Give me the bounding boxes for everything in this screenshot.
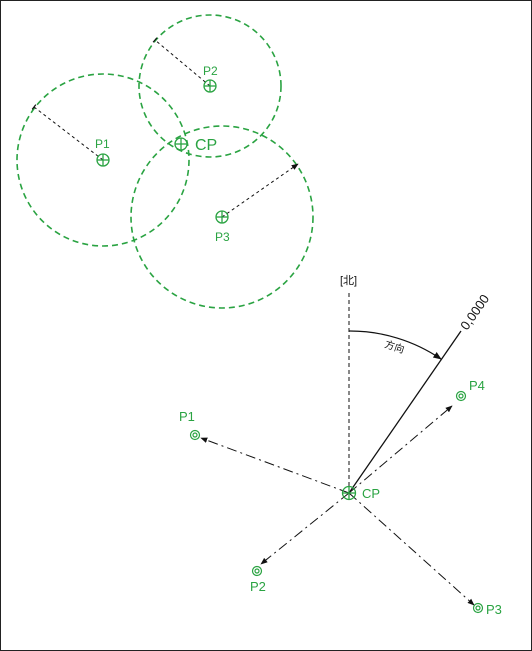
target-symbol-p1 [189, 429, 201, 441]
point-label-p2-top: P2 [203, 64, 218, 78]
ray-to-p3 [348, 492, 475, 606]
point-symbol-p3 [215, 210, 229, 224]
north-label: [北] [340, 274, 357, 287]
radius-line-p3 [221, 163, 299, 218]
tolerance-circle-p3 [130, 125, 314, 309]
point-label-p1-bottom: P1 [179, 409, 195, 424]
radius-line-p2 [152, 37, 211, 87]
center-point-label-bottom: CP [362, 486, 380, 501]
tolerance-circle-p1 [16, 73, 190, 247]
point-label-p1-top: P1 [95, 137, 110, 151]
target-symbol-p3 [472, 602, 484, 614]
point-label-p3-bottom: P3 [486, 602, 502, 617]
direction-ray [348, 330, 462, 494]
center-point-symbol-top [174, 137, 188, 151]
direction-value: 0,0000 [457, 292, 492, 333]
point-symbol-p1 [96, 153, 110, 167]
bottom-diagram: [北] 0,0000 方向 P1 P2 P3 P4 [179, 274, 502, 617]
ray-to-p1 [200, 437, 350, 494]
point-label-p3-top: P3 [215, 230, 230, 244]
direction-arc [348, 330, 442, 360]
target-symbol-p2 [251, 565, 263, 577]
point-label-p4-bottom: P4 [469, 378, 485, 393]
top-diagram: P1 P2 P3 CP [16, 14, 314, 309]
point-symbol-p2 [203, 79, 217, 93]
direction-label: 方向 [383, 337, 406, 356]
ray-to-p2 [260, 492, 350, 565]
target-symbol-p4 [455, 390, 467, 402]
center-point-label-top: CP [195, 137, 217, 154]
radius-line-p1 [31, 104, 104, 161]
ray-to-p4 [348, 405, 453, 494]
tolerance-circle-p2 [138, 14, 282, 158]
center-point-symbol-bottom [341, 485, 357, 501]
point-label-p2-bottom: P2 [250, 579, 266, 594]
